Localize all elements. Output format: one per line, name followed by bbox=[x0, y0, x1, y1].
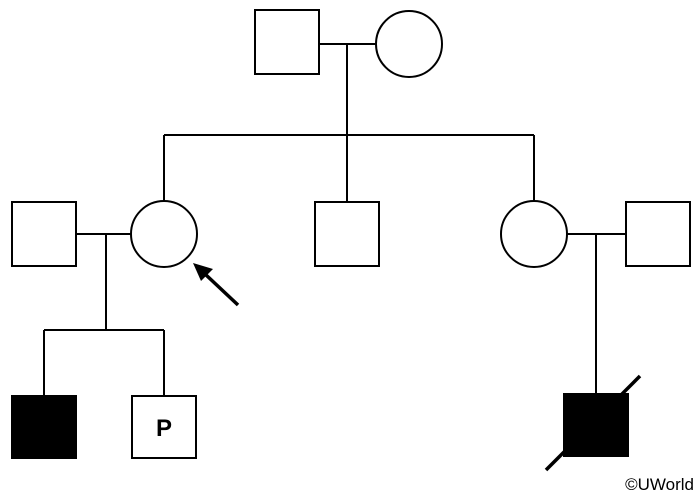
gen2-son-square bbox=[314, 201, 380, 267]
carrier-label: P bbox=[156, 415, 172, 442]
gen2-daughter2-circle bbox=[500, 200, 568, 268]
gen3-affected-son-square bbox=[11, 395, 77, 459]
gen1-father-square bbox=[254, 9, 320, 75]
gen3-carrier-son-square bbox=[131, 395, 197, 459]
arrow-icon bbox=[193, 263, 240, 307]
gen2-proband-spouse-square bbox=[11, 201, 77, 267]
deceased-slash bbox=[544, 374, 642, 472]
gen3-deceased-son-square bbox=[563, 393, 629, 457]
gen2-daughter2-spouse-square bbox=[625, 201, 691, 267]
copyright-text: ©UWorld bbox=[625, 475, 694, 494]
gen2-proband-circle bbox=[130, 200, 198, 268]
gen1-mother-circle bbox=[375, 10, 443, 78]
